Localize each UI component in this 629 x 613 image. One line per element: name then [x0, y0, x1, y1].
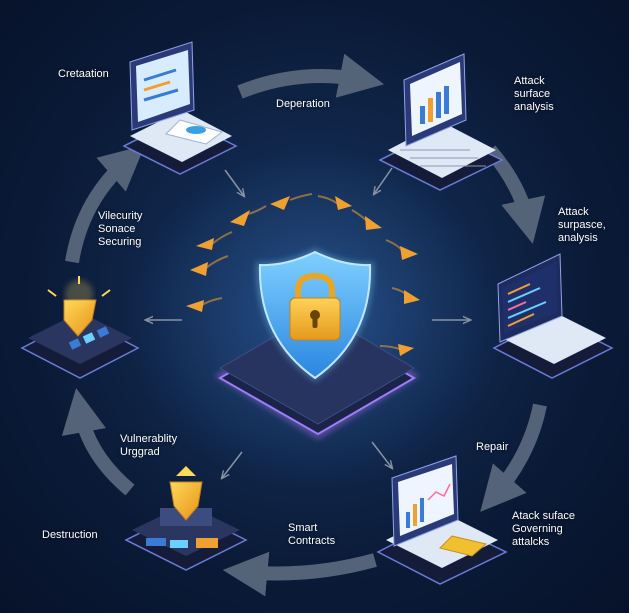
- label-line: Securing: [98, 236, 142, 248]
- label-line: Vilecurity: [98, 210, 143, 222]
- label-line: Attack: [558, 206, 589, 218]
- laptop-document-icon: [122, 41, 238, 175]
- label-line: Contracts: [288, 535, 336, 547]
- label-line: Smart: [288, 522, 318, 534]
- inner-arrows: [146, 167, 470, 478]
- label-attack-surface-right: Attack surpasce, analysis: [558, 206, 606, 245]
- label-vulnerability-upgrade: Vulnerablity Urggrad: [120, 433, 177, 459]
- laptop-analytics-icon: [376, 455, 508, 585]
- label-line: surpasce,: [558, 219, 606, 231]
- label-line: Urggrad: [120, 446, 160, 458]
- crystal-platform-icon: [124, 466, 248, 571]
- label-line: Governing: [512, 523, 563, 535]
- swirl-trails: [199, 193, 409, 351]
- label-line: Sonace: [98, 223, 136, 235]
- cycle-arrows: [61, 53, 547, 597]
- laptop-chart-icon: [378, 53, 504, 191]
- label-line: analysis: [558, 232, 598, 244]
- token-platform-icon: [20, 276, 140, 379]
- swirl-arrows: [186, 196, 420, 356]
- label-line: surface: [514, 88, 551, 100]
- label-line: Attack: [514, 75, 545, 87]
- label-line: attalcks: [512, 536, 550, 548]
- label-attack-governing: Atack suface Governing attalcks: [512, 510, 575, 549]
- label-line: Vulnerablity: [120, 433, 178, 445]
- label-vulnerability-securing: Vilecurity Sonace Securing: [98, 210, 142, 249]
- label-destruction: Destruction: [42, 529, 98, 541]
- laptop-code-icon: [492, 253, 614, 379]
- label-smart-contracts: Smart Contracts: [288, 522, 335, 548]
- label-line: Atack suface: [512, 510, 575, 522]
- shield-lock-icon: [255, 248, 375, 382]
- label-line: analysis: [514, 101, 554, 113]
- label-creation: Cretaation: [58, 68, 109, 80]
- label-deperation: Deperation: [276, 98, 330, 110]
- label-repair: Repair: [476, 441, 509, 453]
- label-attack-surface-top: Attack surface analysis: [514, 75, 554, 114]
